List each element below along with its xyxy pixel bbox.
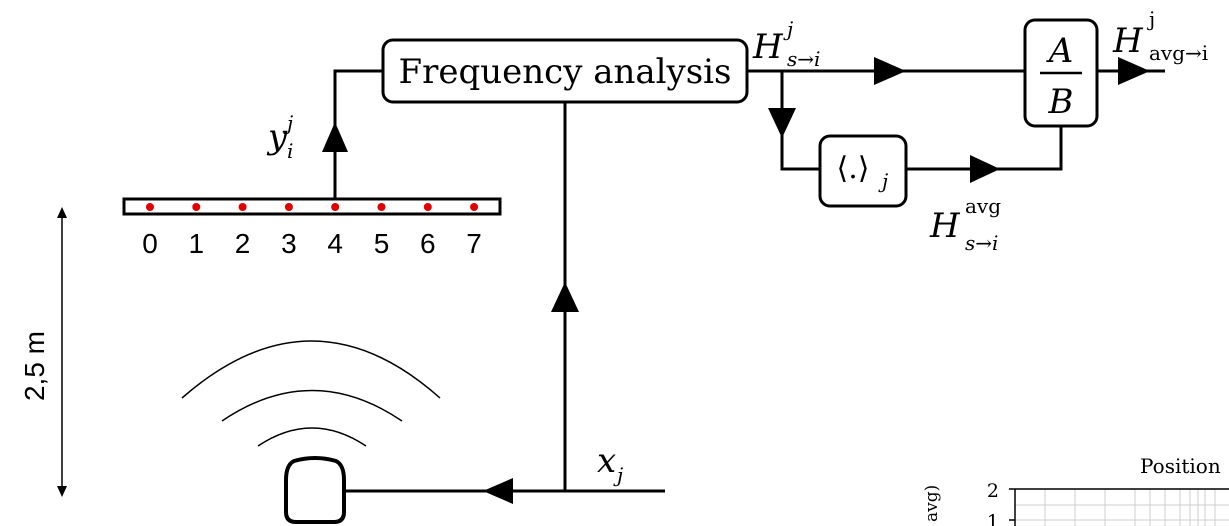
sensor-index-label: 3 xyxy=(281,228,297,259)
sensor-dot xyxy=(192,203,201,211)
arrowhead-icon xyxy=(57,207,67,218)
arrowhead-icon xyxy=(57,486,67,497)
frequency-analysis-block: Frequency analysis xyxy=(381,38,749,104)
sensor-index-label: 5 xyxy=(374,228,390,259)
label-h-avg: H avg s→i xyxy=(929,194,1001,255)
svg-text:avg: avg xyxy=(965,194,1001,218)
arrowhead-icon xyxy=(874,57,906,85)
ratio-denominator: B xyxy=(1048,82,1074,122)
sensor-dot xyxy=(284,203,293,211)
svg-text:i: i xyxy=(287,139,293,163)
sensor-index-label: 4 xyxy=(327,228,343,259)
sensor-index-label: 7 xyxy=(466,228,482,259)
label-y-i-j: y j i xyxy=(266,111,293,163)
sensor-index-label: 6 xyxy=(420,228,436,259)
distance-dimension: 2,5 m xyxy=(19,207,67,497)
svg-text:j: j xyxy=(783,17,793,41)
h-si-path xyxy=(747,57,1025,171)
arrowhead-icon xyxy=(551,282,579,312)
average-operator: ⟨.⟩ xyxy=(837,151,870,186)
label-h-avg-to-i: H j avg→i xyxy=(1112,7,1208,65)
inset-grid xyxy=(1015,489,1229,526)
svg-text:j: j xyxy=(613,463,623,487)
ratio-block: A B xyxy=(1023,18,1099,128)
svg-text:j: j xyxy=(1147,7,1155,31)
arrowhead-icon xyxy=(768,108,796,138)
label-h-s-to-i: H j s→i xyxy=(752,17,820,71)
inset-plot: Position avg) 2 1 xyxy=(922,454,1229,526)
sensor-index-label: 0 xyxy=(142,228,158,259)
svg-text:s→i: s→i xyxy=(965,231,998,255)
frequency-analysis-label: Frequency analysis xyxy=(399,52,732,92)
inset-tick-2: 2 xyxy=(987,480,999,502)
yi-signal-path xyxy=(322,69,383,205)
ratio-numerator: A xyxy=(1046,31,1074,71)
svg-text:y: y xyxy=(266,117,288,157)
sensor-dot xyxy=(331,203,340,211)
speaker-icon xyxy=(284,456,346,524)
sound-waves-icon xyxy=(181,340,441,447)
output-path xyxy=(1097,57,1165,85)
svg-text:H: H xyxy=(752,27,784,67)
arrowhead-icon xyxy=(483,478,513,504)
svg-text:H: H xyxy=(929,206,961,246)
average-block: ⟨.⟩ j xyxy=(818,134,908,208)
sensor-index-label: 2 xyxy=(235,228,251,259)
svg-text:s→i: s→i xyxy=(787,47,820,71)
inset-ylabel: avg) xyxy=(922,485,942,522)
average-subscript: j xyxy=(878,169,888,193)
sensor-dot xyxy=(470,203,479,211)
sensor-dot xyxy=(238,203,247,211)
xj-signal-path xyxy=(340,102,665,504)
sensor-dot xyxy=(146,203,154,211)
inset-title: Position xyxy=(1140,454,1221,478)
svg-text:avg→i: avg→i xyxy=(1149,41,1208,65)
inset-tick-1: 1 xyxy=(987,511,999,526)
svg-text:x: x xyxy=(597,441,616,481)
sensor-dot xyxy=(377,203,386,211)
h-avg-path xyxy=(906,125,1063,183)
sensor-dots xyxy=(146,203,479,211)
distance-label: 2,5 m xyxy=(19,331,50,401)
svg-text:j: j xyxy=(283,111,293,135)
arrowhead-icon xyxy=(322,122,348,152)
arrowhead-icon xyxy=(1118,57,1150,85)
sensor-dot xyxy=(423,203,432,211)
svg-text:H: H xyxy=(1112,21,1144,61)
sensor-index-label: 1 xyxy=(189,228,205,259)
arrowhead-icon xyxy=(970,155,1000,183)
label-x-j: x j xyxy=(597,441,623,487)
